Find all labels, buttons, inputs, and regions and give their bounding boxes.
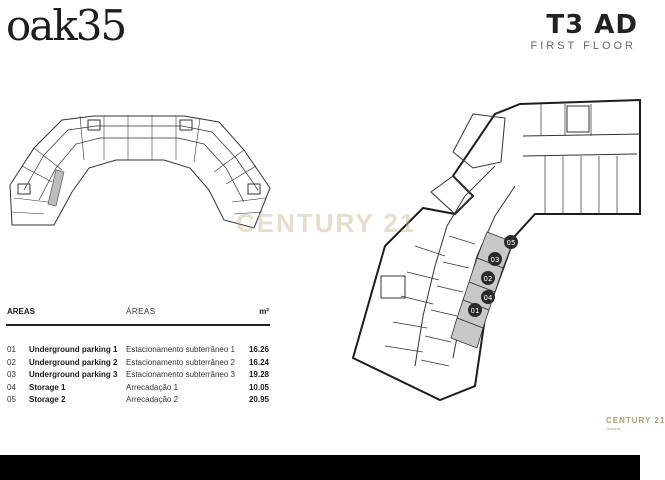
floor-label: FIRST FLOOR (530, 40, 636, 52)
areas-table: 01 Underground parking 1 Estacionamento … (6, 345, 270, 408)
row-number: 04 (7, 382, 16, 392)
century21-brand-logo: CENTURY 21 Oceanic (606, 416, 665, 440)
parking-floor-plan: 05 03 02 04 01 (351, 98, 641, 402)
oak35-logo: oak35 (6, 1, 127, 50)
areas-header-pt: ÁREAS (126, 307, 156, 316)
row-label-en: Storage 1 (29, 382, 66, 392)
plan-marker-02: 02 (484, 275, 493, 283)
floorplan-sheet: oak35 T3 AD FIRST FLOOR (6, 1, 665, 440)
row-label-pt: Arrecadação 1 (126, 382, 179, 392)
row-label-pt: Estacionamento subterrâneo 1 (126, 345, 235, 354)
table-row: 01 Underground parking 1 Estacionamento … (6, 345, 270, 358)
row-label-pt: Estacionamento subterrâneo 3 (126, 370, 235, 379)
row-label-en: Underground parking 1 (29, 345, 118, 354)
areas-table-header: AREAS ÁREAS m² (6, 306, 270, 326)
areas-header-en: AREAS (7, 307, 36, 316)
row-area: 10.05 (248, 382, 269, 392)
row-label-en: Underground parking 2 (29, 357, 118, 367)
plan-marker-04: 04 (484, 294, 493, 302)
row-number: 01 (7, 345, 16, 354)
brand-name: CENTURY 21 (606, 416, 665, 425)
row-area: 16.26 (248, 345, 269, 354)
century21-watermark: CENTURY 21 (236, 208, 417, 238)
table-row: 03 Underground parking 3 Estacionamento … (6, 370, 270, 383)
plan-marker-05: 05 (507, 239, 516, 247)
row-number: 03 (7, 370, 16, 379)
areas-header-unit: m² (259, 307, 269, 316)
key-plan-diagram (9, 115, 271, 229)
row-number: 05 (7, 395, 16, 404)
brand-sub: Oceanic (606, 426, 621, 431)
row-area: 16.24 (248, 357, 269, 367)
row-area: 20.95 (248, 395, 269, 404)
table-row: 04 Storage 1 Arrecadação 1 10.05 (6, 383, 270, 396)
bottom-black-bar (0, 455, 640, 480)
row-number: 02 (7, 357, 16, 367)
row-label-pt: Arrecadação 2 (126, 395, 179, 404)
row-label-en: Underground parking 3 (29, 370, 118, 379)
table-row: 05 Storage 2 Arrecadação 2 20.95 (6, 395, 270, 408)
unit-title: T3 AD (546, 10, 638, 40)
row-label-pt: Estacionamento subterrâneo 2 (126, 357, 235, 367)
row-label-en: Storage 2 (29, 395, 66, 404)
plan-marker-03: 03 (491, 256, 500, 264)
plan-marker-01: 01 (471, 307, 480, 315)
table-row: 02 Underground parking 2 Estacionamento … (6, 358, 270, 371)
row-area: 19.28 (248, 370, 269, 379)
